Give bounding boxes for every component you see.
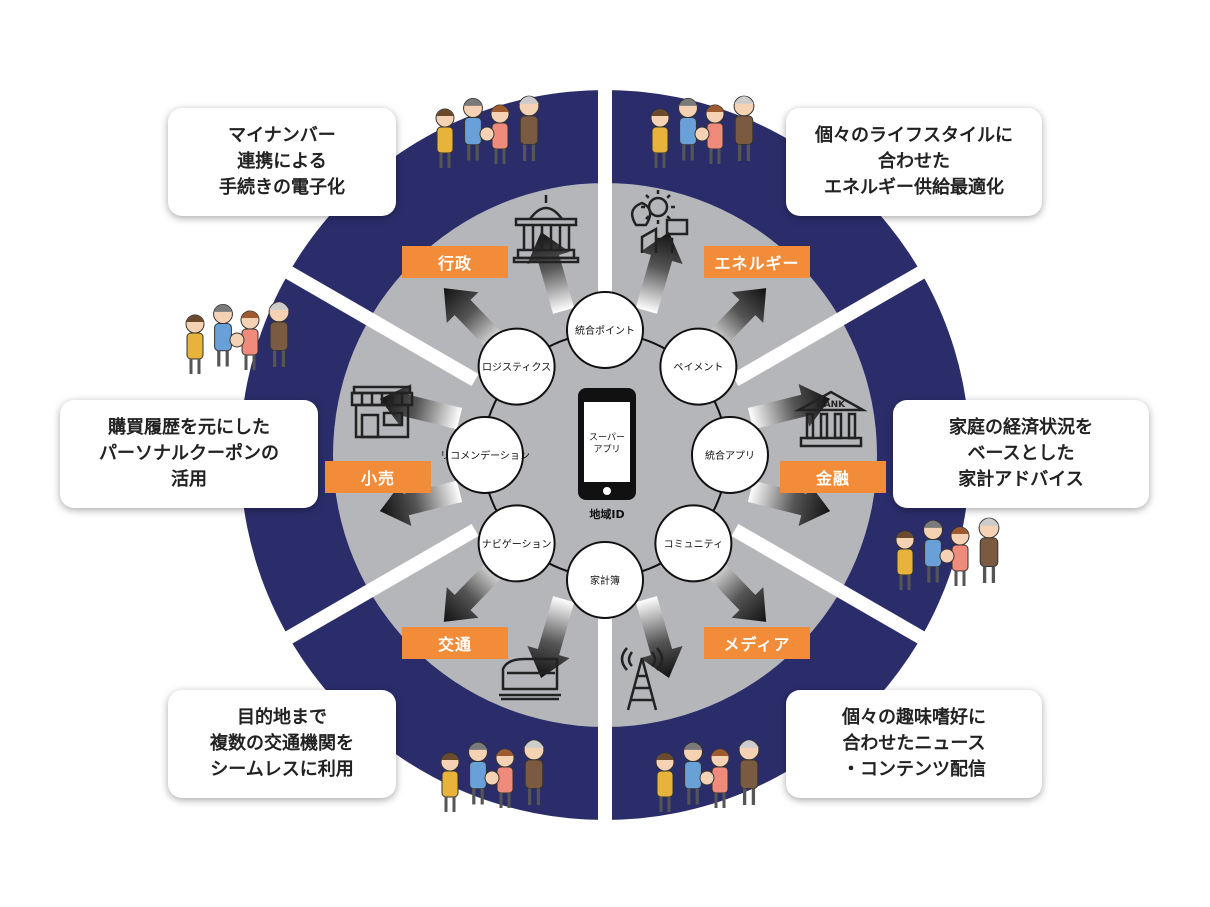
service-node xyxy=(566,541,644,619)
regional-id-label: 地域ID xyxy=(589,507,624,521)
service-node-label: 統合ポイント xyxy=(575,324,635,337)
service-node-label: ロジスティクス xyxy=(482,362,551,374)
flow-arrow xyxy=(747,384,831,430)
sector-divider xyxy=(731,262,931,387)
service-node xyxy=(477,327,556,406)
sector-tag: 交通 xyxy=(402,627,508,659)
train-icon xyxy=(499,657,561,701)
service-node xyxy=(566,291,644,369)
service-node xyxy=(477,504,556,583)
sector-callout: 購買履歴を元にした パーソナルクーポンの 活用 xyxy=(60,400,318,508)
sector-callout: 目的地まで 複数の交通機関を シームレスに利用 xyxy=(168,690,396,798)
flow-arrow xyxy=(379,384,463,430)
store-icon xyxy=(350,385,414,439)
sector-divider xyxy=(731,523,931,648)
service-node xyxy=(446,416,524,494)
government-building-icon xyxy=(512,195,580,264)
service-node-label: コミュニティ xyxy=(664,539,723,550)
service-node xyxy=(654,504,733,583)
service-node xyxy=(691,416,769,494)
family-illustration xyxy=(650,95,755,168)
super-app-label: スーパー xyxy=(589,432,625,443)
sector-tag: メディア xyxy=(704,627,810,659)
sector-tag: エネルギー xyxy=(704,246,810,278)
energy-icon xyxy=(630,190,689,253)
sector-divider xyxy=(279,262,479,387)
bank-icon: BANK xyxy=(794,390,868,448)
sector-divider xyxy=(279,523,479,648)
family-illustration xyxy=(435,95,540,168)
sector-tag: 小売 xyxy=(325,461,431,493)
super-app-label: アプリ xyxy=(593,444,620,455)
family-illustration xyxy=(895,517,1000,590)
broadcast-tower-icon xyxy=(620,647,664,711)
flow-arrow xyxy=(635,596,683,679)
family-illustration xyxy=(185,301,290,374)
flow-arrow xyxy=(527,596,575,679)
service-node-label: ナビゲーション xyxy=(482,538,552,550)
family-illustration xyxy=(655,739,760,812)
family-illustration xyxy=(440,739,545,812)
sector-callout: マイナンバー 連携による 手続きの電子化 xyxy=(168,108,396,216)
sector-tag: 行政 xyxy=(402,246,508,278)
service-node-label: 統合アプリ xyxy=(705,449,755,462)
sector-callout: 家庭の経済状況を ベースとした 家計アドバイス xyxy=(893,400,1149,508)
sector-tag: 金融 xyxy=(780,461,886,493)
sector-callout: 個々のライフスタイルに 合わせた エネルギー供給最適化 xyxy=(786,108,1042,216)
service-node-label: リコメンデーション xyxy=(440,449,530,462)
sector-callout: 個々の趣味嗜好に 合わせたニュース ・コンテンツ配信 xyxy=(786,690,1042,798)
bank-icon-text: BANK xyxy=(817,400,846,410)
service-node xyxy=(659,327,738,406)
service-node-label: 家計簿 xyxy=(590,574,620,587)
service-node-label: ペイメント xyxy=(673,363,723,374)
flow-arrow xyxy=(527,231,575,314)
